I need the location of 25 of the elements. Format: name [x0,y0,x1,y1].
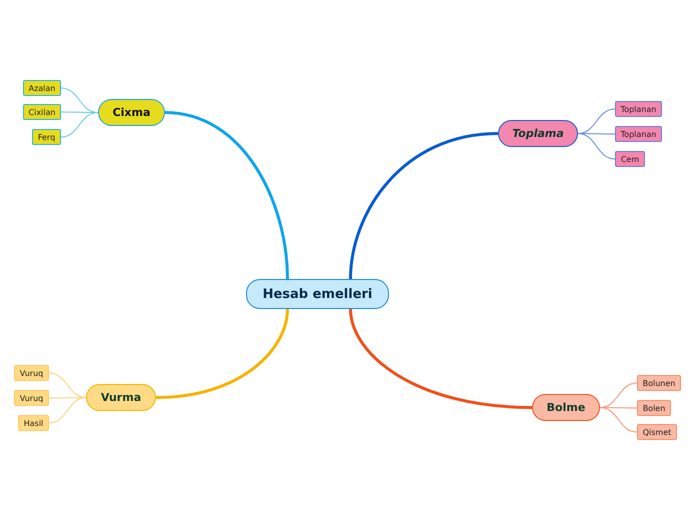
subtopic-box: Ferq [32,129,61,145]
connector-line [156,308,289,399]
subtopic-box: Bolen [637,400,671,416]
branch-topic: Cixma [98,99,165,126]
subtopic-box: Toplanan [615,101,662,117]
connector-line [164,111,289,280]
connector-line [578,133,616,160]
connector-line [48,397,86,424]
subtopic-box: Hasil [18,415,49,431]
connector-line [349,132,498,280]
branch-topic: Bolme [532,394,600,421]
subtopic-box: Azalan [23,80,61,96]
subtopic-box: Toplanan [615,126,662,142]
subtopic-box: Vuruq [14,390,49,406]
branch-topic: Toplama [498,120,578,147]
subtopic-box: Bolunen [637,375,681,391]
central-topic: Hesab emelleri [246,279,389,309]
subtopic-box: Vuruq [14,365,49,381]
subtopic-box: Cixilan [23,104,61,120]
subtopic-box: Cem [615,151,645,167]
branch-topic: Vurma [86,384,156,411]
connector-line [349,308,532,409]
connector-line [60,112,98,138]
connector-line [600,407,638,432]
subtopic-box: Qismet [637,424,677,440]
